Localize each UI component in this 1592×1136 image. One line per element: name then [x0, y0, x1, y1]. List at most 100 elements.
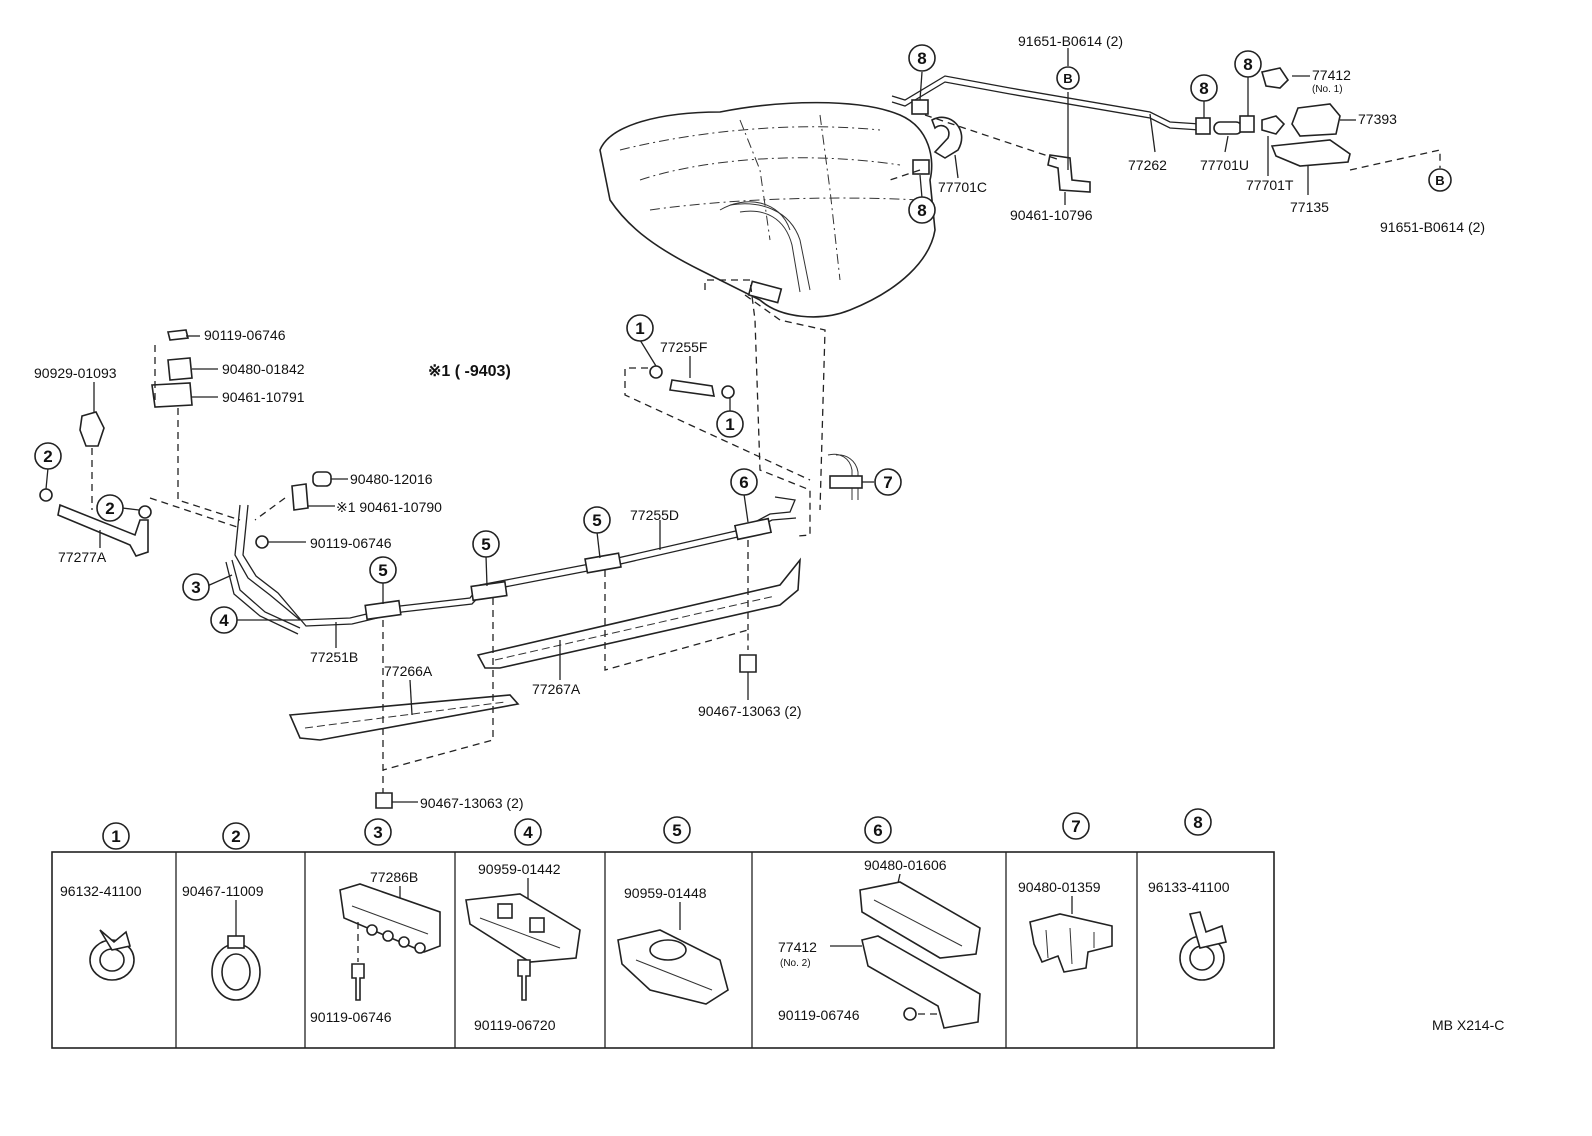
- clamp-90480-01842: [167, 357, 193, 381]
- leader-lines: [45, 48, 1356, 803]
- callout-5-c: 5: [583, 506, 611, 534]
- connector-7: [827, 453, 863, 500]
- bolt-90119-06746-legend6-icon: [903, 1007, 917, 1021]
- svg-text:5: 5: [481, 535, 490, 554]
- legend-7-part: 90480-01359: [1018, 879, 1101, 895]
- hose-77701c: [931, 116, 963, 159]
- legend-header-6: 6: [864, 816, 892, 844]
- callout-b-right: B: [1428, 168, 1452, 192]
- protector-77266a: [288, 694, 520, 741]
- clip-8-top: [911, 99, 929, 115]
- label-77701t: 77701T: [1246, 177, 1294, 193]
- callout-2-b: 2: [96, 494, 124, 522]
- clamp-5-2: [470, 580, 508, 602]
- svg-text:1: 1: [635, 319, 644, 338]
- callout-7: 7: [874, 468, 902, 496]
- clamp-96133-41100-icon: [1179, 911, 1227, 981]
- clamp-90480-12016: [312, 471, 332, 487]
- label-77277a: 77277A: [58, 549, 107, 565]
- legend-6-part-a: 90480-01606: [864, 857, 947, 873]
- svg-text:3: 3: [191, 578, 200, 597]
- valve-77701t: [1261, 115, 1286, 135]
- hose-77277a: [39, 488, 241, 557]
- callout-1-b: 1: [716, 410, 744, 438]
- svg-text:5: 5: [378, 561, 387, 580]
- svg-text:8: 8: [1243, 55, 1252, 74]
- legend-3-part-a: 77286B: [370, 869, 418, 885]
- label-note1: ※1 ( -9403): [428, 363, 511, 380]
- legend-4-part-a: 90959-01442: [478, 861, 561, 877]
- legend-6-part-b-note: (No. 2): [780, 958, 811, 969]
- label-90461-10791: 90461-10791: [222, 389, 305, 405]
- part-labels: 91651-B0614 (2) 77412 (No. 1) 77393 7726…: [34, 33, 1504, 1033]
- label-77135: 77135: [1290, 199, 1329, 215]
- legend-header-3: 3: [364, 818, 392, 846]
- legend-header-4: 4: [514, 818, 542, 846]
- legend-header-5: 5: [663, 816, 691, 844]
- legend-8-part: 96133-41100: [1148, 879, 1230, 895]
- clip-8-right1: [1195, 117, 1211, 135]
- callout-3: 3: [182, 573, 210, 601]
- label-90461-10796: 90461-10796: [1010, 207, 1093, 223]
- legend-header-8: 8: [1184, 808, 1212, 836]
- bolt-90467-13063-bottom: [375, 792, 393, 809]
- protector-77267a: [476, 557, 801, 669]
- legend-header-2: 2: [222, 822, 250, 850]
- svg-text:8: 8: [917, 49, 926, 68]
- bracket-90461-10796: [1047, 154, 1091, 193]
- callout-8-c: 8: [1190, 74, 1218, 102]
- svg-text:8: 8: [917, 201, 926, 220]
- label-77701c: 77701C: [938, 179, 987, 195]
- legend-2-part: 90467-11009: [182, 883, 264, 899]
- legend-6-part-c: 90119-06746: [778, 1007, 860, 1023]
- svg-text:2: 2: [231, 827, 240, 846]
- label-77255d: 77255D: [630, 507, 679, 523]
- fuel-tank: [599, 101, 936, 318]
- svg-text:5: 5: [592, 511, 601, 530]
- callout-6: 6: [730, 468, 758, 496]
- callout-b-top: B: [1056, 66, 1080, 90]
- label-77412: 77412: [1312, 67, 1351, 83]
- callout-8-d: 8: [1234, 50, 1262, 78]
- label-90929-01093: 90929-01093: [34, 365, 117, 381]
- label-90119-mid: 90119-06746: [310, 535, 392, 551]
- legend-1-part: 96132-41100: [60, 883, 142, 899]
- canister-77393: [1291, 103, 1341, 137]
- callout-2-a: 2: [34, 442, 62, 470]
- svg-text:1: 1: [111, 827, 120, 846]
- label-77266a: 77266A: [384, 663, 433, 679]
- svg-text:4: 4: [523, 823, 533, 842]
- callout-8-b: 8: [908, 196, 936, 224]
- clip-8-right2: [1239, 115, 1255, 133]
- bracket-77412-no2-icon: [861, 935, 981, 1029]
- bracket-90461-10790: [291, 483, 309, 511]
- callout-4: 4: [210, 606, 238, 634]
- callout-8-a: 8: [908, 44, 936, 72]
- callout-1-a: 1: [626, 314, 654, 342]
- legend-header-1: 1: [102, 822, 130, 850]
- svg-text:2: 2: [43, 447, 52, 466]
- legend-table: 1 2 3 4 5 6 7 8 96132-41100 90467-11009 …: [51, 808, 1275, 1049]
- bolt-90467-13063-right: [739, 654, 757, 673]
- clamp-90480-01359-icon: [1029, 913, 1113, 973]
- label-90119-top: 90119-06746: [204, 327, 286, 343]
- svg-text:B: B: [1435, 173, 1444, 188]
- svg-text:8: 8: [1193, 813, 1202, 832]
- clamp-6: [733, 517, 773, 541]
- svg-text:3: 3: [373, 823, 382, 842]
- hose-77255f: [624, 365, 811, 481]
- clip-77412-no1: [1260, 67, 1290, 89]
- svg-text:6: 6: [739, 473, 748, 492]
- clamp-90959-01448-icon: [617, 929, 729, 1005]
- callouts: 8 8 8 8 B B 1 1 2 2 3 4 5 5 5 6 7: [34, 44, 1452, 634]
- bolt-90119-06746-legend3-icon: [351, 963, 365, 1001]
- label-90461-10790: ※1 90461-10790: [336, 499, 442, 515]
- legend-6-part-b: 77412: [778, 939, 817, 955]
- bolt-90119-06746-top: [167, 329, 189, 341]
- legend-5-part: 90959-01448: [624, 885, 707, 901]
- svg-text:1: 1: [725, 415, 734, 434]
- clamp-5-3: [584, 552, 622, 574]
- svg-text:7: 7: [1071, 817, 1080, 836]
- svg-text:8: 8: [1199, 79, 1208, 98]
